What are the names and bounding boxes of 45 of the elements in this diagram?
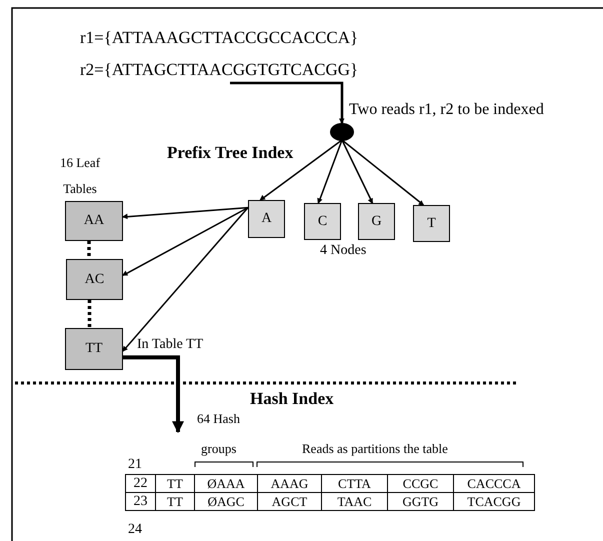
label-text: 64 Hash	[197, 411, 240, 427]
dotted-connector	[88, 300, 92, 328]
row-number-cell: 22	[126, 474, 156, 492]
table-cell: ØAAA	[194, 474, 258, 492]
table-cell: CTTA	[322, 474, 388, 492]
table-cell: CACCCA	[454, 474, 534, 492]
arrow	[122, 206, 248, 220]
label-text: Reads as partitions the table	[302, 441, 448, 457]
leaf-table-box: AC	[66, 259, 123, 300]
arrow	[341, 140, 374, 204]
table-cell: GGTG	[388, 492, 454, 510]
arrow	[122, 206, 248, 276]
table-cell: AGCT	[258, 492, 322, 510]
root-node	[330, 123, 354, 141]
sequence-text: r2={ATTAGCTTAACGGTGTCACGG}	[80, 60, 358, 80]
section-title: Prefix Tree Index	[167, 143, 294, 163]
arrow	[230, 82, 344, 124]
arrow	[317, 140, 343, 204]
row-number: 24	[128, 522, 142, 538]
table-cell: AAAG	[258, 474, 322, 492]
sequence-text: r1={ATTAAAGCTTACCGCCACCCA}	[80, 28, 358, 48]
arrow	[342, 139, 424, 206]
tree-node-box: A	[248, 200, 285, 238]
tree-node-box: G	[358, 203, 395, 240]
table-cell: TT	[156, 492, 194, 510]
tree-node-box: C	[304, 203, 341, 240]
annotation-text: Two reads r1, r2 to be indexed	[349, 101, 544, 119]
row-number-cell: 23	[126, 492, 156, 510]
label-text: 4 Nodes	[320, 243, 366, 259]
leaf-table-box: TT	[65, 328, 123, 370]
arrow	[123, 355, 184, 434]
table-cell: TCACGG	[454, 492, 534, 510]
table-cell: TT	[156, 474, 194, 492]
row-number: 21	[128, 457, 142, 473]
table-cell: TAAC	[322, 492, 388, 510]
arrow	[260, 139, 342, 201]
label-text: groups	[201, 441, 236, 457]
dotted-connector	[87, 241, 91, 259]
tree-node-box: T	[413, 205, 450, 242]
arrow	[122, 207, 249, 352]
table-cell: ØAGC	[194, 492, 258, 510]
leaf-table-box: AA	[65, 201, 123, 241]
section-title: Hash Index	[250, 389, 334, 409]
table-cell: CCGC	[388, 474, 454, 492]
label-text: 16 Leaf Tables	[58, 154, 102, 198]
